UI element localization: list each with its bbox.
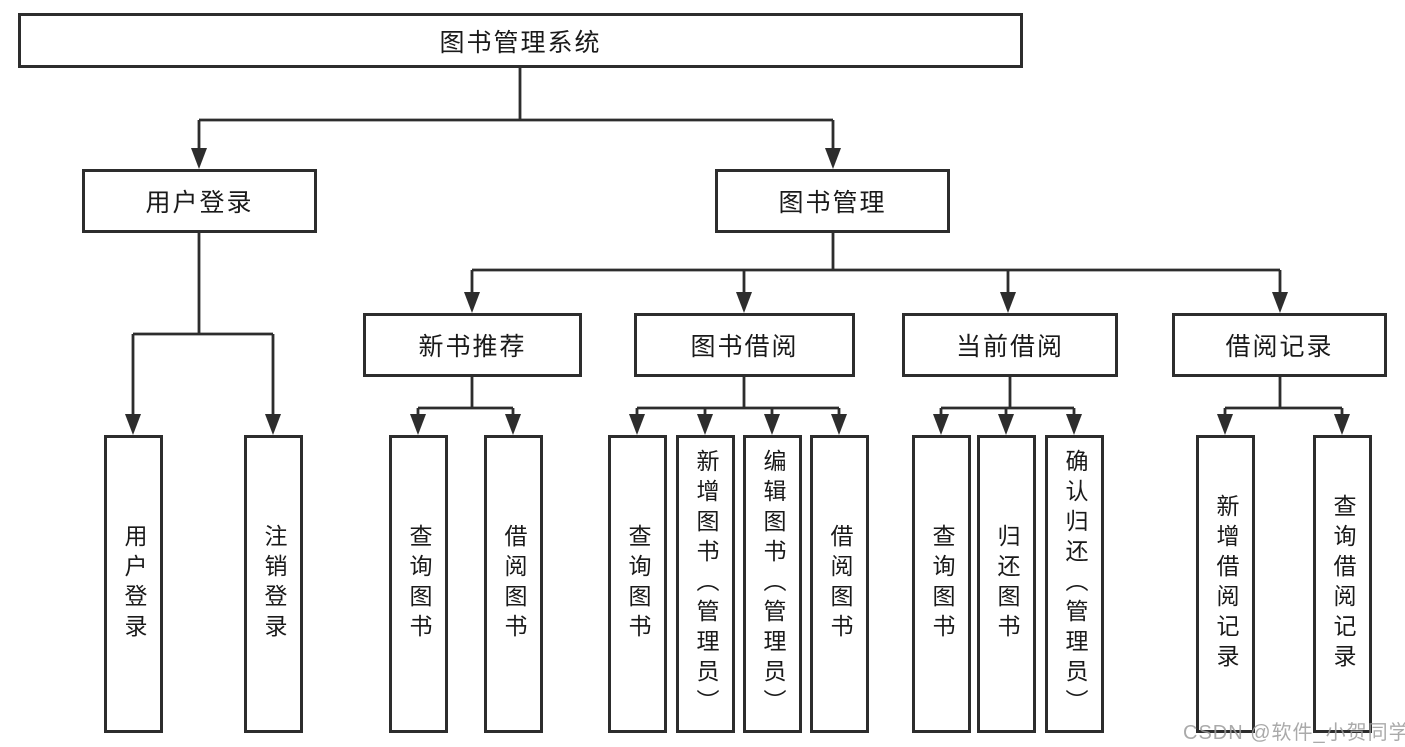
- leaf-borrow-books-borrowing: 借阅图书: [810, 435, 869, 733]
- leaf-confirm-return-admin-label: 确认归还（管理员）: [1062, 449, 1088, 719]
- connector-book-borrowing-children: [629, 377, 847, 435]
- leaf-query-books-current-label: 查询图书: [929, 524, 955, 644]
- csdn-watermark: CSDN @软件_小贺同学: [1183, 722, 1405, 744]
- leaf-edit-book-admin: 编辑图书（管理员）: [743, 435, 802, 733]
- leaf-query-books-current: 查询图书: [912, 435, 971, 733]
- leaf-user-login-label: 用户登录: [121, 524, 147, 644]
- leaf-query-books-borrowing: 查询图书: [608, 435, 667, 733]
- leaf-return-books: 归还图书: [977, 435, 1036, 733]
- connector-book-management-children: [464, 233, 1288, 313]
- leaf-logout-label: 注销登录: [261, 524, 287, 644]
- leaf-query-books-recommend: 查询图书: [389, 435, 448, 733]
- leaf-query-books-recommend-label: 查询图书: [406, 524, 432, 644]
- connector-new-book-children: [410, 377, 521, 435]
- leaf-add-borrow-record: 新增借阅记录: [1196, 435, 1255, 733]
- connector-root-to-level2: [191, 68, 841, 169]
- leaf-borrow-books-borrowing-label: 借阅图书: [827, 524, 853, 644]
- node-book-borrowing: 图书借阅: [634, 313, 855, 377]
- leaf-add-book-admin-label: 新增图书（管理员）: [693, 449, 719, 719]
- node-new-book-recommend: 新书推荐: [363, 313, 582, 377]
- connector-user-login-children: [125, 233, 281, 435]
- leaf-confirm-return-admin: 确认归还（管理员）: [1045, 435, 1104, 733]
- leaf-borrow-books-recommend-label: 借阅图书: [501, 524, 527, 644]
- node-current-borrowing: 当前借阅: [902, 313, 1118, 377]
- node-book-management: 图书管理: [715, 169, 950, 233]
- node-borrowing-records: 借阅记录: [1172, 313, 1387, 377]
- leaf-add-borrow-record-label: 新增借阅记录: [1213, 494, 1239, 674]
- leaf-borrow-books-recommend: 借阅图书: [484, 435, 543, 733]
- connector-records-children: [1217, 377, 1350, 435]
- leaf-query-borrow-record-label: 查询借阅记录: [1330, 494, 1356, 674]
- leaf-user-login: 用户登录: [104, 435, 163, 733]
- leaf-logout: 注销登录: [244, 435, 303, 733]
- leaf-add-book-admin: 新增图书（管理员）: [676, 435, 735, 733]
- leaf-query-borrow-record: 查询借阅记录: [1313, 435, 1372, 733]
- leaf-query-books-borrowing-label: 查询图书: [625, 524, 651, 644]
- node-library-system-root: 图书管理系统: [18, 13, 1023, 68]
- leaf-edit-book-admin-label: 编辑图书（管理员）: [760, 449, 786, 719]
- node-user-login: 用户登录: [82, 169, 317, 233]
- connector-current-borrowing-children: [933, 377, 1082, 435]
- leaf-return-books-label: 归还图书: [994, 524, 1020, 644]
